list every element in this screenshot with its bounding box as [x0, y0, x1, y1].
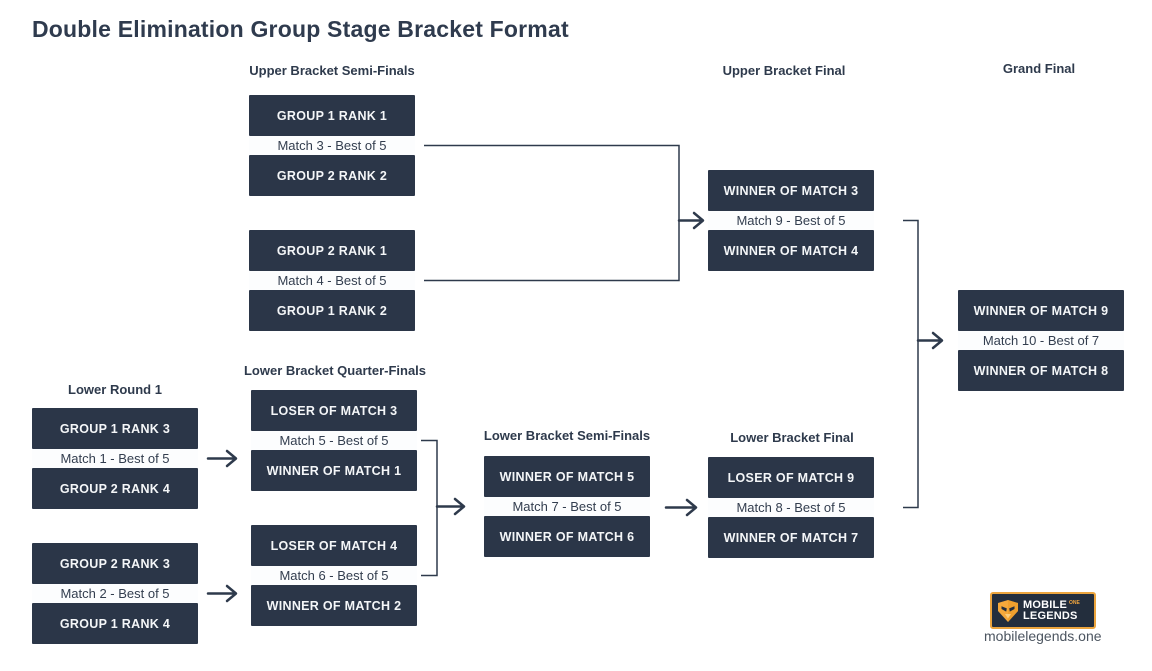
arrow-to-lower-sf — [435, 497, 466, 516]
match-4-bottom-slot: GROUP 1 RANK 2 — [249, 290, 415, 331]
header-lower-bracket-quarterfinals: Lower Bracket Quarter-Finals — [243, 363, 427, 378]
match-7-label: Match 7 - Best of 5 — [484, 497, 650, 516]
header-upper-bracket-semifinals: Upper Bracket Semi-Finals — [249, 63, 415, 78]
logo-line-mobile: MOBILE ONE — [1023, 598, 1080, 611]
website-url: mobilelegends.one — [984, 628, 1102, 644]
match-1-label: Match 1 - Best of 5 — [32, 449, 198, 468]
match-8-label: Match 8 - Best of 5 — [708, 498, 874, 517]
match-3-bottom-slot: GROUP 2 RANK 2 — [249, 155, 415, 196]
match-2-unit: GROUP 2 RANK 3 Match 2 - Best of 5 GROUP… — [32, 543, 198, 644]
logo-text-legends: LEGENDS — [1023, 609, 1078, 622]
match-9-label: Match 9 - Best of 5 — [708, 211, 874, 230]
logo-badge-one: ONE — [1068, 599, 1080, 606]
match-4-top-slot: GROUP 2 RANK 1 — [249, 230, 415, 271]
match-5-bottom-slot: WINNER OF MATCH 1 — [251, 450, 417, 491]
connector-finals-to-grand-final — [903, 219, 919, 509]
match-8-unit: LOSER OF MATCH 9 Match 8 - Best of 5 WIN… — [708, 457, 874, 558]
logo-wordmark: MOBILE ONE LEGENDS — [1023, 598, 1080, 622]
mobile-legends-logo: MOBILE ONE LEGENDS — [990, 592, 1096, 629]
header-lower-bracket-final: Lower Bracket Final — [730, 430, 854, 445]
arrow-to-grand-final — [916, 331, 944, 350]
page-title: Double Elimination Group Stage Bracket F… — [32, 16, 569, 42]
match-9-unit: WINNER OF MATCH 3 Match 9 - Best of 5 WI… — [708, 170, 874, 271]
match-7-bottom-slot: WINNER OF MATCH 6 — [484, 516, 650, 557]
match-7-top-slot: WINNER OF MATCH 5 — [484, 456, 650, 497]
header-grand-final: Grand Final — [1002, 61, 1076, 76]
match-3-unit: GROUP 1 RANK 1 Match 3 - Best of 5 GROUP… — [249, 95, 415, 196]
logo-text-mobile: MOBILE — [1023, 598, 1067, 611]
match-10-top-slot: WINNER OF MATCH 9 — [958, 290, 1124, 331]
match-5-label: Match 5 - Best of 5 — [251, 431, 417, 450]
match-3-top-slot: GROUP 1 RANK 1 — [249, 95, 415, 136]
match-6-bottom-slot: WINNER OF MATCH 2 — [251, 585, 417, 626]
match-1-top-slot: GROUP 1 RANK 3 — [32, 408, 198, 449]
match-1-unit: GROUP 1 RANK 3 Match 1 - Best of 5 GROUP… — [32, 408, 198, 509]
header-lower-bracket-semifinals: Lower Bracket Semi-Finals — [483, 428, 651, 443]
match-2-top-slot: GROUP 2 RANK 3 — [32, 543, 198, 584]
match-9-bottom-slot: WINNER OF MATCH 4 — [708, 230, 874, 271]
match-8-bottom-slot: WINNER OF MATCH 7 — [708, 517, 874, 558]
match-3-label: Match 3 - Best of 5 — [249, 136, 415, 155]
match-5-top-slot: LOSER OF MATCH 3 — [251, 390, 417, 431]
match-2-label: Match 2 - Best of 5 — [32, 584, 198, 603]
match-2-bottom-slot: GROUP 1 RANK 4 — [32, 603, 198, 644]
match-10-unit: WINNER OF MATCH 9 Match 10 - Best of 7 W… — [958, 290, 1124, 391]
fox-shield-icon — [998, 599, 1018, 622]
match-7-unit: WINNER OF MATCH 5 Match 7 - Best of 5 WI… — [484, 456, 650, 557]
match-4-label: Match 4 - Best of 5 — [249, 271, 415, 290]
logo-line-legends: LEGENDS — [1023, 609, 1080, 622]
connector-lower-qf-to-sf — [421, 439, 438, 577]
connector-upper-semis-to-final — [424, 144, 680, 282]
header-lower-round-1: Lower Round 1 — [68, 382, 162, 397]
match-10-label: Match 10 - Best of 7 — [958, 331, 1124, 350]
match-10-bottom-slot: WINNER OF MATCH 8 — [958, 350, 1124, 391]
match-5-unit: LOSER OF MATCH 3 Match 5 - Best of 5 WIN… — [251, 390, 417, 491]
header-upper-bracket-final: Upper Bracket Final — [722, 63, 846, 78]
match-9-top-slot: WINNER OF MATCH 3 — [708, 170, 874, 211]
arrow-to-upper-final — [677, 211, 705, 230]
arrow-to-lower-final — [664, 498, 698, 517]
match-4-unit: GROUP 2 RANK 1 Match 4 - Best of 5 GROUP… — [249, 230, 415, 331]
match-1-bottom-slot: GROUP 2 RANK 4 — [32, 468, 198, 509]
match-6-label: Match 6 - Best of 5 — [251, 566, 417, 585]
match-8-top-slot: LOSER OF MATCH 9 — [708, 457, 874, 498]
arrow-match2-to-lower-qf — [206, 584, 238, 603]
match-6-unit: LOSER OF MATCH 4 Match 6 - Best of 5 WIN… — [251, 525, 417, 626]
match-6-top-slot: LOSER OF MATCH 4 — [251, 525, 417, 566]
arrow-match1-to-lower-qf — [206, 449, 238, 468]
